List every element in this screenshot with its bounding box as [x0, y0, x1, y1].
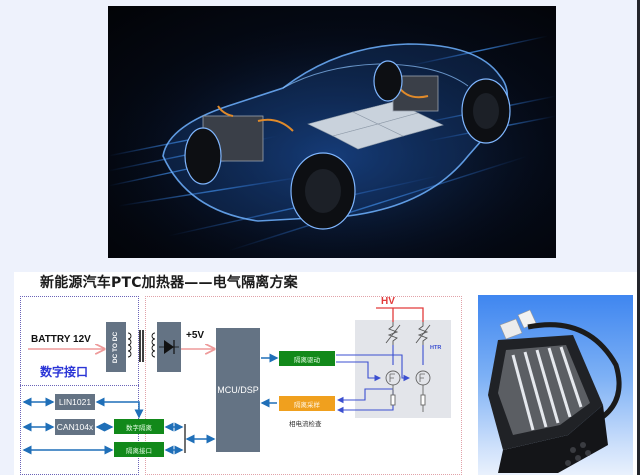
- lin-label: LIN1021: [58, 397, 92, 407]
- heater-circuit-area: [355, 320, 451, 418]
- mcu-dsp-block: MCU/DSP: [216, 328, 260, 452]
- isolated-interface-block: 隔离接口: [114, 442, 164, 457]
- lin-transceiver-block: LIN1021: [55, 394, 95, 410]
- window-edge: [637, 0, 640, 475]
- can-label: CAN104x: [56, 422, 94, 432]
- hv-label: HV: [381, 296, 395, 307]
- phase-current-label: 相电流检查: [289, 420, 322, 428]
- diagram-title: 新能源汽车PTC加热器——电气隔离方案: [40, 275, 298, 291]
- ptc-heater-product-image: [478, 295, 633, 475]
- dc-to-dc-label: DC TO DC: [112, 331, 120, 363]
- dc-to-dc-block: DC TO DC: [106, 322, 126, 372]
- ev-chassis-image: [108, 6, 556, 258]
- can-transceiver-block: CAN104x: [55, 419, 95, 435]
- digital-isolation-block: 数字隔离: [114, 419, 164, 434]
- isolated-sampling-block: 隔离采样: [279, 396, 335, 411]
- mcu-dsp-label: MCU/DSP: [217, 385, 259, 395]
- digital-interface-label: 数字接口: [40, 365, 89, 379]
- plus5v-label: +5V: [186, 330, 205, 341]
- battery-label: BATTRY 12V: [31, 334, 91, 345]
- diode-icon: [159, 340, 179, 354]
- htr-label: HTR: [430, 345, 442, 351]
- rectifier-block: [157, 322, 181, 372]
- isolated-drive-block: 隔离驱动: [279, 351, 335, 366]
